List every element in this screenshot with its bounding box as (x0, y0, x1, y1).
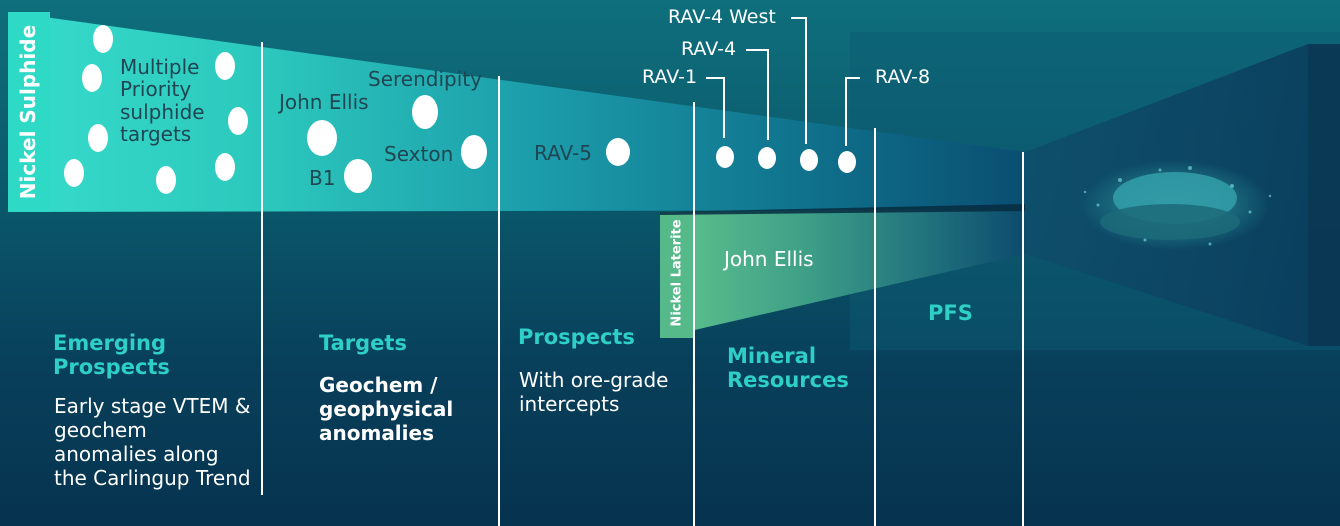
target-sexton: Sexton (384, 142, 454, 166)
target-b1: B1 (309, 166, 336, 190)
resource-rav-4: RAV-4 (681, 38, 737, 60)
laterite-band (660, 208, 1025, 338)
resource-leader-lines (706, 17, 860, 146)
perspective-box-side (1308, 44, 1340, 346)
target-dots (307, 95, 487, 193)
stage-title-prospects: Prospects (518, 325, 635, 349)
laterite-deposit-john-ellis: John Ellis (724, 247, 814, 271)
emerging-targets-text: Multiple Priority sulphide targets (120, 55, 205, 147)
band-divider (660, 204, 1025, 215)
target-serendipity: Serendipity (368, 67, 482, 91)
sulphide-label-tab (8, 12, 50, 212)
stage-title-targets: Targets (319, 331, 407, 355)
resource-rav-4-west: RAV-4 West (668, 6, 776, 28)
prospect-rav-5: RAV-5 (534, 141, 592, 165)
stage-desc-emerging-prospects: Early stage VTEM & geochem anomalies alo… (54, 394, 251, 490)
nickel-sulphide-label: Nickel Sulphide (16, 24, 40, 200)
ore-specimen-base (1100, 204, 1240, 240)
ore-specimen-speckles (1083, 166, 1272, 246)
stage-dividers (261, 42, 1024, 526)
nickel-laterite-label: Nickel Laterite (669, 219, 685, 327)
stage-desc-prospects: With ore-grade intercepts (519, 368, 669, 416)
stage-title-pfs: PFS (928, 301, 973, 325)
resource-rav-8: RAV-8 (875, 66, 931, 88)
emerging-dots (64, 25, 248, 194)
stage-desc-targets: Geochem / geophysical anomalies (319, 373, 454, 445)
resource-rav-1: RAV-1 (642, 66, 698, 88)
stage-title-mineral-resources: Mineral Resources (727, 344, 849, 392)
laterite-label-tab (660, 212, 694, 338)
prospect-dots (606, 138, 856, 173)
stage-title-emerging-prospects: Emerging Prospects (53, 331, 170, 379)
target-john-ellis: John Ellis (279, 90, 369, 114)
